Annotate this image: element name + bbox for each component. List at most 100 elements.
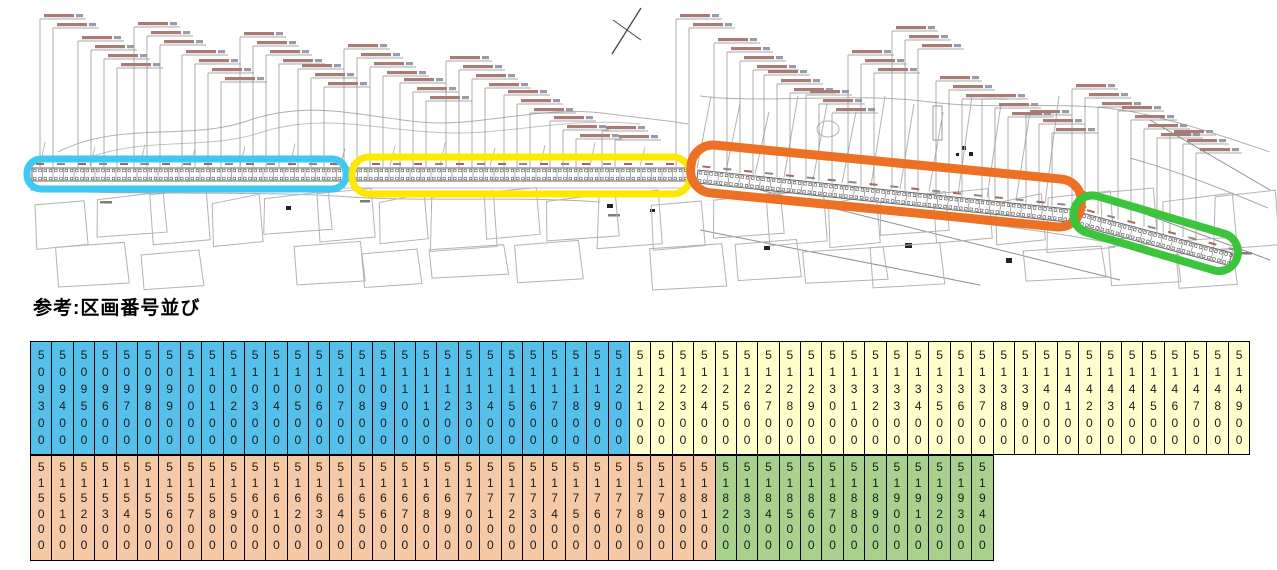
grid-cell-512700: 5 1 2 7 0 0 xyxy=(758,342,780,454)
grid-cell-511700: 5 1 1 7 0 0 xyxy=(544,342,566,454)
grid-cell-515900: 5 1 5 9 0 0 xyxy=(223,456,245,560)
grid-cell-510900: 5 1 0 9 0 0 xyxy=(373,342,395,454)
grid-cell-513800: 5 1 3 8 0 0 xyxy=(993,342,1015,454)
grid-cell-512000: 5 1 2 0 0 0 xyxy=(608,342,630,454)
grid-cell-513400: 5 1 3 4 0 0 xyxy=(908,342,930,454)
grid-cell-517800: 5 1 7 8 0 0 xyxy=(629,456,652,560)
grid-cell-518800: 5 1 8 8 0 0 xyxy=(843,456,866,560)
grid-cell-510600: 5 1 0 6 0 0 xyxy=(309,342,331,454)
grid-cell-513700: 5 1 3 7 0 0 xyxy=(972,342,994,454)
grid-cell-514600: 5 1 4 6 0 0 xyxy=(1164,342,1187,454)
grid-cell-510400: 5 1 0 4 0 0 xyxy=(266,342,288,454)
building-marks xyxy=(286,146,1012,263)
grid-cell-510300: 5 1 0 3 0 0 xyxy=(244,342,267,454)
grid-cell-513300: 5 1 3 3 0 0 xyxy=(886,342,909,454)
grid-cell-514900: 5 1 4 9 0 0 xyxy=(1228,342,1250,454)
grid-cell-512900: 5 1 2 9 0 0 xyxy=(801,342,823,454)
grid-cell-516500: 5 1 6 5 0 0 xyxy=(351,456,374,560)
grid-cell-512500: 5 1 2 5 0 0 xyxy=(715,342,737,454)
map-text-marks xyxy=(100,200,1252,255)
grid-cell-510700: 5 1 0 7 0 0 xyxy=(330,342,352,454)
grid-cell-518400: 5 1 8 4 0 0 xyxy=(758,456,780,560)
grid-cell-517700: 5 1 7 7 0 0 xyxy=(608,456,630,560)
grid-cell-515000: 5 1 5 0 0 0 xyxy=(31,456,53,560)
grid-cell-512600: 5 1 2 6 0 0 xyxy=(736,342,759,454)
grid-cell-517500: 5 1 7 5 0 0 xyxy=(565,456,588,560)
grid-cell-518900: 5 1 8 9 0 0 xyxy=(865,456,887,560)
grid-cell-518100: 5 1 8 1 0 0 xyxy=(694,456,716,560)
grid-cell-509700: 5 0 9 7 0 0 xyxy=(116,342,138,454)
plan-drawing xyxy=(23,7,1277,291)
grid-cell-517300: 5 1 7 3 0 0 xyxy=(522,456,545,560)
grid-cell-517000: 5 1 7 0 0 0 xyxy=(458,456,481,560)
grid-cell-518700: 5 1 8 7 0 0 xyxy=(822,456,844,560)
grid-cell-512800: 5 1 2 8 0 0 xyxy=(779,342,802,454)
grid-cell-513600: 5 1 3 6 0 0 xyxy=(950,342,973,454)
grid-cell-511800: 5 1 1 8 0 0 xyxy=(565,342,588,454)
highlight-section-1 xyxy=(23,155,350,193)
grid-cell-511900: 5 1 1 9 0 0 xyxy=(587,342,609,454)
grid-cell-517600: 5 1 7 6 0 0 xyxy=(587,456,609,560)
grid-cell-514000: 5 1 4 0 0 0 xyxy=(1036,342,1058,454)
grid-cell-516600: 5 1 6 6 0 0 xyxy=(373,456,395,560)
grid-cell-509600: 5 0 9 6 0 0 xyxy=(95,342,117,454)
grid-cell-513200: 5 1 3 2 0 0 xyxy=(865,342,887,454)
grid-cell-511200: 5 1 1 2 0 0 xyxy=(437,342,459,454)
grid-cell-519000: 5 1 9 0 0 0 xyxy=(886,456,909,560)
grid-cell-517900: 5 1 7 9 0 0 xyxy=(651,456,673,560)
grid-cell-518600: 5 1 8 6 0 0 xyxy=(801,456,823,560)
grid-cell-515600: 5 1 5 6 0 0 xyxy=(159,456,181,560)
grid-cell-518500: 5 1 8 5 0 0 xyxy=(779,456,802,560)
grid-cell-513100: 5 1 3 1 0 0 xyxy=(843,342,866,454)
grid-cell-514300: 5 1 4 3 0 0 xyxy=(1100,342,1122,454)
highlight-section-3 xyxy=(686,140,1086,232)
grid-cell-515300: 5 1 5 3 0 0 xyxy=(95,456,117,560)
grid-cell-516200: 5 1 6 2 0 0 xyxy=(287,456,310,560)
grid-cell-519400: 5 1 9 4 0 0 xyxy=(972,456,993,560)
grid-cell-516300: 5 1 6 3 0 0 xyxy=(309,456,331,560)
grid-cell-514800: 5 1 4 8 0 0 xyxy=(1207,342,1229,454)
grid-cell-518300: 5 1 8 3 0 0 xyxy=(736,456,759,560)
road-strip xyxy=(31,163,1237,267)
grid-cell-509900: 5 0 9 9 0 0 xyxy=(159,342,181,454)
grid-cell-518200: 5 1 8 2 0 0 xyxy=(715,456,737,560)
grid-cell-512400: 5 1 2 4 0 0 xyxy=(694,342,716,454)
grid-cell-513500: 5 1 3 5 0 0 xyxy=(929,342,951,454)
grid-cell-511500: 5 1 1 5 0 0 xyxy=(501,342,523,454)
grid-cell-517100: 5 1 7 1 0 0 xyxy=(480,456,502,560)
grid-cell-510200: 5 1 0 2 0 0 xyxy=(223,342,245,454)
grid-cell-516900: 5 1 6 9 0 0 xyxy=(437,456,459,560)
grid-cell-509300: 5 0 9 3 0 0 xyxy=(31,342,53,454)
grid-cell-512200: 5 1 2 2 0 0 xyxy=(651,342,673,454)
grid-cell-519300: 5 1 9 3 0 0 xyxy=(950,456,973,560)
grid-cell-511000: 5 1 1 0 0 0 xyxy=(394,342,417,454)
grid-cell-510000: 5 1 0 0 0 0 xyxy=(180,342,203,454)
grid-cell-513900: 5 1 3 9 0 0 xyxy=(1014,342,1037,454)
grid-cell-517200: 5 1 7 2 0 0 xyxy=(501,456,523,560)
grid-cell-514700: 5 1 4 7 0 0 xyxy=(1186,342,1208,454)
grid-cell-516000: 5 1 6 0 0 0 xyxy=(244,456,267,560)
grid-cell-511100: 5 1 1 1 0 0 xyxy=(416,342,438,454)
grid-cell-510500: 5 1 0 5 0 0 xyxy=(287,342,310,454)
grid-cell-514400: 5 1 4 4 0 0 xyxy=(1121,342,1144,454)
grid-cell-516400: 5 1 6 4 0 0 xyxy=(330,456,352,560)
leader-label-marks xyxy=(39,14,1242,241)
grid-cell-515500: 5 1 5 5 0 0 xyxy=(137,456,160,560)
grid-cell-519100: 5 1 9 1 0 0 xyxy=(908,456,930,560)
grid-cell-512100: 5 1 2 1 0 0 xyxy=(629,342,652,454)
grid-cell-512300: 5 1 2 3 0 0 xyxy=(672,342,695,454)
grid-cell-515100: 5 1 5 1 0 0 xyxy=(52,456,74,560)
grid-cell-509800: 5 0 9 8 0 0 xyxy=(137,342,160,454)
grid-cell-511300: 5 1 1 3 0 0 xyxy=(458,342,481,454)
grid-cell-519200: 5 1 9 2 0 0 xyxy=(929,456,951,560)
grid-cell-515400: 5 1 5 4 0 0 xyxy=(116,456,138,560)
grid-cell-510100: 5 1 0 1 0 0 xyxy=(202,342,224,454)
grid-cell-509500: 5 0 9 5 0 0 xyxy=(73,342,96,454)
grid-cell-511600: 5 1 1 6 0 0 xyxy=(522,342,545,454)
grid-cell-514100: 5 1 4 1 0 0 xyxy=(1057,342,1080,454)
highlight-section-4 xyxy=(1069,191,1242,275)
grid-cell-514500: 5 1 4 5 0 0 xyxy=(1143,342,1165,454)
grid-cell-516100: 5 1 6 1 0 0 xyxy=(266,456,288,560)
